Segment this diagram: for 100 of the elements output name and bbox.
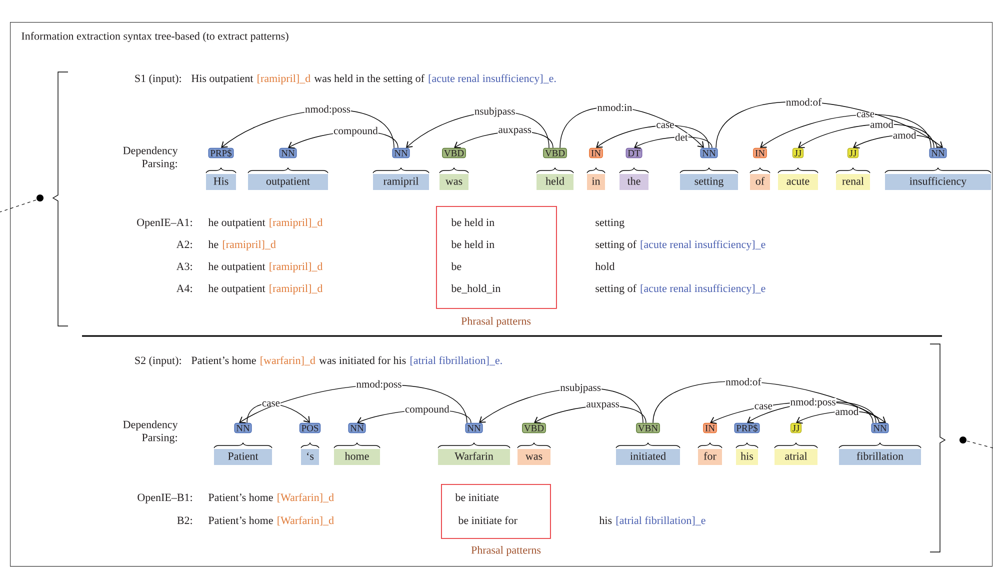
text-label: OpenIE–A1: [137,218,192,228]
node-label: be held in [451,218,494,226]
pos-tag: VBD [442,148,466,158]
pos-tag: JJ [847,148,859,158]
text-label: Patient’s home [192,356,256,364]
pos-tag: IN [703,422,717,434]
edge-label: case [261,401,280,406]
text-label: Patient’s home [208,493,273,502]
pos-tag: VBN [636,422,660,434]
word-box: for [698,449,722,465]
edge-label: compound [333,126,378,136]
text-label: [ramipril]_d [258,74,310,84]
text-label: was initiated for his [319,356,406,364]
text-label: S2 (input): [135,356,181,366]
word-box: Patient [214,449,272,465]
text-label: [acute renal insufficiency]_e [640,284,766,294]
text-label: he outpatient [208,262,266,272]
word-box: his [736,449,758,465]
text-label: [Warfarin]_d [278,493,334,502]
edge-label: nmod:poss [304,105,351,115]
pos-tag: VBD [543,148,567,158]
word-box: outpatient [248,174,328,190]
text-label: hold [595,262,615,270]
edge-label: nsubjpass [474,107,516,117]
edge-label: nmod:poss [790,398,836,408]
text-label: [ramipril]_d [270,262,323,272]
text-label: [atrial fibrillation]_e [616,516,706,526]
edge-label: case [754,404,773,410]
pos-tag: IN [753,148,767,158]
text-label: Patient’s home [208,516,273,524]
word-box: His [206,174,236,190]
text-label: setting [596,218,624,228]
text-label: setting of [596,240,636,250]
edge-label: nmod:of [725,378,762,386]
text-label: [warfarin]_d [260,356,316,366]
pattern-box: be held in be held in be be_hold_in [436,206,557,309]
pos-tag: VBD [522,422,546,434]
text-label: A3: [176,262,192,270]
text-label: he outpatient [208,218,266,228]
dependency-arrow [246,403,310,424]
word-box: insufficiency [885,174,991,190]
edge-label: auxpass [498,128,532,136]
text-label: [Warfarin]_d [278,516,334,526]
text-label: he outpatient [208,284,266,294]
text-label: [ramipril]_d [270,218,323,228]
edge-label: compound [404,405,450,415]
box-caption: Phrasal patterns [471,546,541,556]
edge-label: amod [892,131,917,139]
pos-tag: IN [589,148,603,158]
word-box: fibrillation [839,449,921,465]
pos-tag: NN [871,422,889,434]
edge-label: det [674,133,688,141]
text-label: [atrial fibrillation]_e. [410,356,502,366]
text-label: S1 (input): [135,74,181,84]
edge-label: amod [870,120,894,128]
edge-label: nmod:poss [356,380,402,390]
text-label: Dependency Parsing: [123,146,178,170]
edge-label: case [656,123,675,128]
node-label: be held in [451,240,494,248]
dependency-arrow [634,136,712,148]
word-box: Warfarin [438,449,510,465]
pos-tag: PRP$ [734,422,760,434]
word-box: was [518,449,550,465]
text-label: setting of [596,284,636,294]
word-box: was [440,174,468,190]
pos-tag: PRP$ [208,148,234,158]
pattern-box: be initiate be initiate for [441,484,551,539]
pos-tag: NN [929,148,947,158]
text-label: was held in the setting of [314,74,424,84]
text-label: he [208,240,218,248]
pos-tag: JJ [792,148,804,158]
text-label: B2: [177,516,192,524]
pos-tag: NN [465,422,483,434]
text-label: [acute renal insufficiency]_e. [428,74,556,84]
text-label: His outpatient [192,74,254,84]
text-label: [ramipril]_d [223,240,276,250]
text-label: A2: [176,240,192,248]
box-caption: Phrasal patterns [461,317,531,327]
text-label: his [599,516,612,524]
word-box: acute [778,174,818,190]
edge-label: nsubjpass [560,384,602,394]
text-label: A4: [176,284,192,292]
node-label: be [451,262,462,270]
dependency-arrow [760,114,932,148]
word-box: home [334,449,380,465]
text-label: [ramipril]_d [270,284,323,294]
edge-label: auxpass [586,402,620,410]
edge-label: nmod:in [596,104,633,112]
pos-tag: JJ [790,422,802,434]
pos-tag: NN [234,422,252,434]
word-box: renal [836,174,870,190]
text-label: Dependency Parsing: [123,420,178,444]
text-label: OpenIE–B1: [138,494,192,504]
edge-label: nmod:of [785,98,822,106]
pos-tag: NN [700,148,718,158]
edge-label: amod [834,408,860,416]
pos-tag: NN [392,148,410,158]
word-box: setting [680,174,738,190]
word-box: atrial [774,449,818,465]
word-box: held [536,174,574,190]
